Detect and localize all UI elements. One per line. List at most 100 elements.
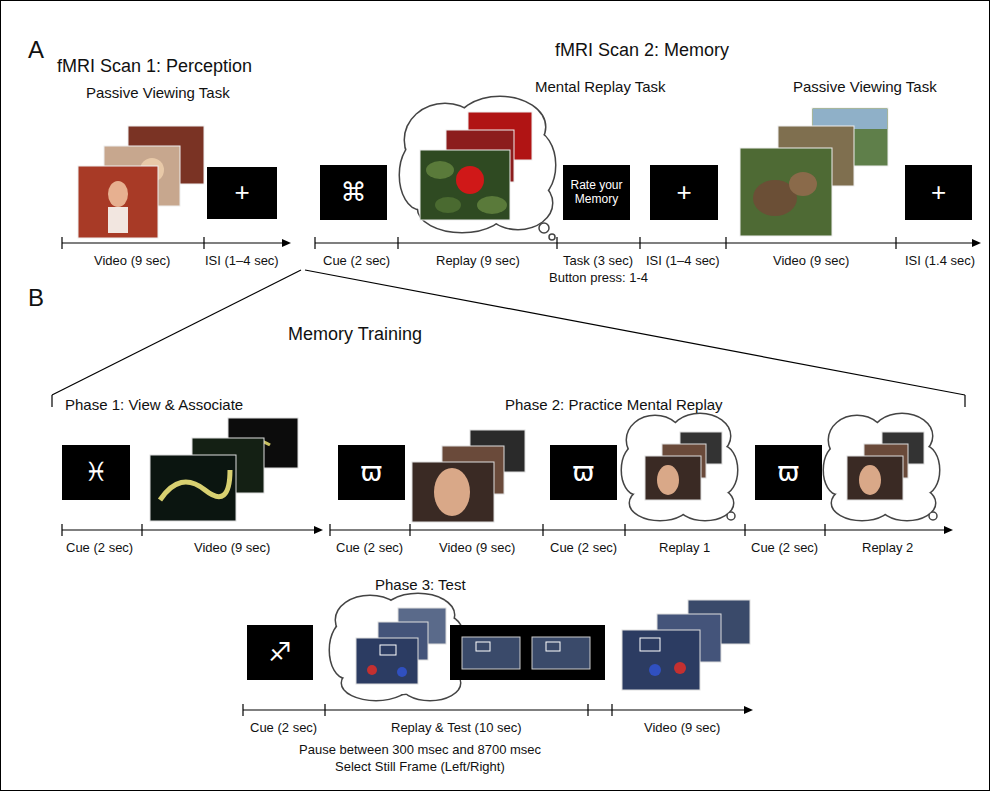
timeline [409,524,410,536]
screen-text: ϖ [361,458,383,488]
cue-symbol-screen: ϖ [755,445,822,500]
timeline-label: Cue (2 sec) [336,540,403,556]
timeline [895,237,896,249]
panel-letter: B [28,284,44,313]
timeline-label: Cue (2 sec) [66,540,133,556]
timeline-label: Replay 1 [659,540,710,556]
timeline [141,524,142,536]
cue-symbol-screen: ϖ [550,445,617,500]
cue-symbol-screen: ⌘ [320,165,387,220]
timeline-label: Cue (2 sec) [250,720,317,736]
thought-cloud [367,665,377,675]
timeline [744,706,753,714]
video-frames [420,112,532,220]
thought-cloud [838,432,926,508]
thought-cloud [645,456,701,500]
phase-title: Phase 3: Test [375,576,466,594]
cue-symbol-screen: ♓ [62,445,130,500]
timeline [242,704,243,716]
video-frames [426,161,454,179]
timeline [944,526,953,534]
timeline-label: Replay & Test (10 sec) [391,720,522,736]
video-frames [412,462,494,522]
video-frames [640,638,660,651]
video-frames [78,166,158,238]
rating-screen: Rate your Memory [563,165,630,220]
video-frames [108,181,128,207]
timeline [330,529,946,530]
video-frames [420,150,510,220]
screen-text: ⌘ [341,178,367,208]
video-frames [477,196,507,214]
thought-cloud [622,414,737,520]
thought-cloud [400,97,555,232]
timeline [324,704,325,716]
thought-cloud [400,97,555,240]
cue-symbol-screen: ϖ [338,445,405,500]
timeline [744,524,745,536]
timeline [315,242,974,243]
timeline-label: ISI (1–4 sec) [646,253,720,269]
timeline [62,237,981,249]
timeline-label: Video (9 sec) [439,540,515,556]
screen-text: + [234,178,249,208]
video-frames [789,172,817,196]
timeline [542,524,543,536]
phase-title: Phase 1: View & Associate [65,396,243,414]
timeline-label: Cue (2 sec) [550,540,617,556]
scan-title: fMRI Scan 2: Memory [555,40,729,62]
timeline [329,524,330,536]
fixation-screen: + [650,165,718,220]
timeline-label: Video (9 sec) [94,253,170,269]
video-frames [412,430,525,522]
timeline-note: Button press: 1-4 [549,270,648,286]
thought-cloud [330,594,465,700]
timeline [587,704,588,716]
scan-title: fMRI Scan 1: Perception [57,56,252,78]
thought-cloud [838,432,926,508]
video-frames [622,630,700,690]
screen-text: + [676,178,691,208]
thought-cloud [356,608,446,684]
cue-symbol-screen: ♐ [247,625,313,680]
thought-cloud [549,234,555,240]
timeline [824,524,825,536]
timeline [725,237,726,249]
panel-letter: A [28,36,44,65]
timeline [243,704,753,716]
timeline-note: Pause between 300 msec and 8700 msec [299,742,541,758]
screen-text: + [931,178,946,208]
timeline [397,237,398,249]
thought-cloud [344,606,452,694]
thought-cloud [727,512,735,520]
task-title: Passive Viewing Task [793,78,937,96]
thought-cloud [824,414,939,520]
video-frames [740,148,832,236]
video-frames [78,126,204,238]
video-frames [160,470,230,500]
video-frames [740,108,888,236]
still-frame-choice [532,637,590,669]
screen-text: ϖ [778,458,800,488]
still-frame-choice [450,625,605,680]
screen-text: ϖ [573,458,595,488]
timeline [972,239,981,247]
video-frames [435,197,461,213]
thought-cloud [330,594,465,700]
timeline [611,704,612,716]
bracket-line [964,395,965,407]
timeline-label: Video (9 sec) [194,540,270,556]
thought-cloud [645,432,722,500]
thought-cloud [344,606,452,694]
thought-cloud [847,456,903,500]
timeline [282,239,291,247]
task-title: Mental Replay Task [535,78,666,96]
video-frames [150,418,298,521]
video-frames [456,166,484,194]
timeline [62,529,316,530]
timeline-label: Cue (2 sec) [323,253,390,269]
video-frames [434,468,470,516]
